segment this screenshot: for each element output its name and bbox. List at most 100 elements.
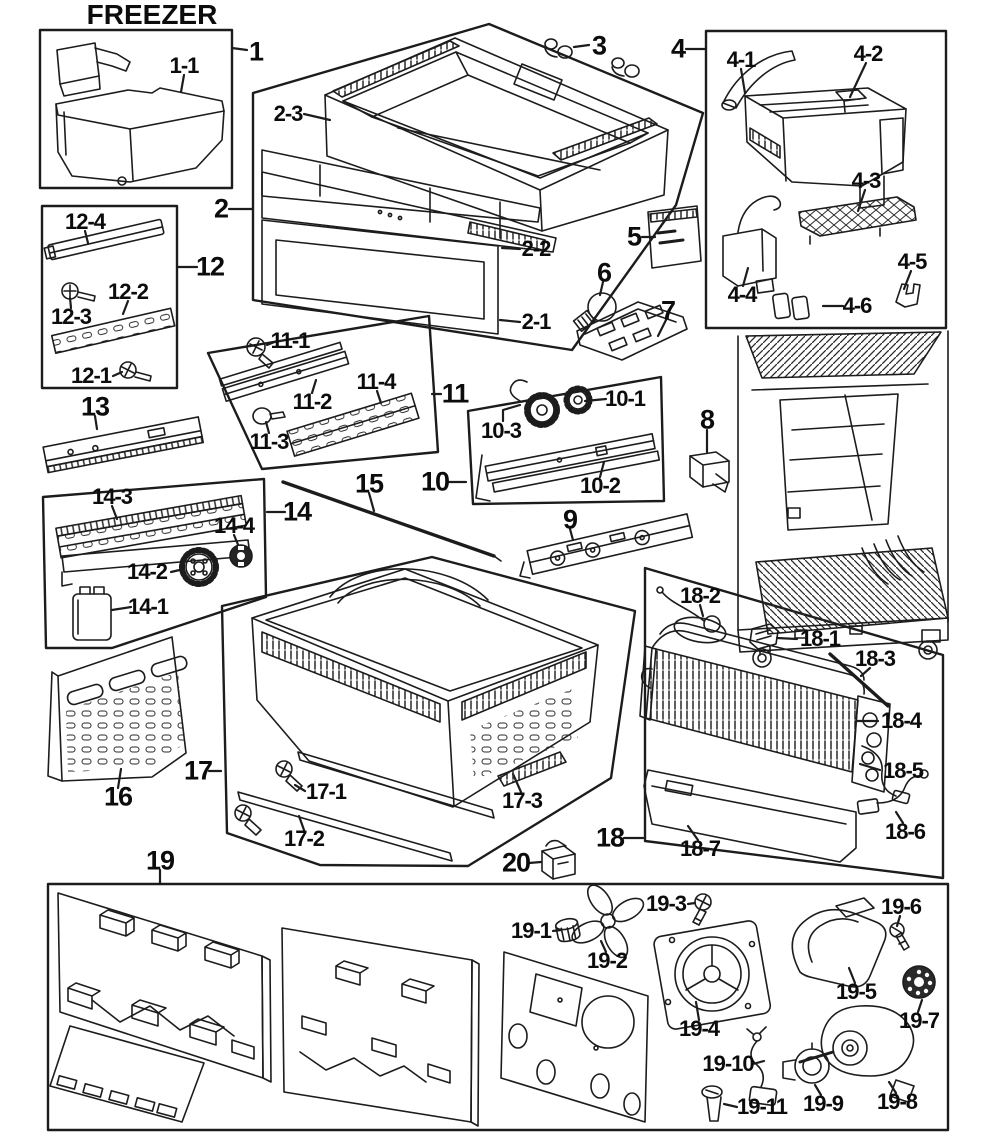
label-1: 1 <box>248 36 264 67</box>
label-4-2: 4-2 <box>853 41 884 66</box>
part-clip-pair <box>544 38 640 78</box>
part-roller-rail-9 <box>519 513 694 579</box>
part-gear-10-1 <box>563 385 593 415</box>
part-rail-10-2 <box>475 433 661 502</box>
label-19: 19 <box>145 845 175 876</box>
label-19-9: 19-9 <box>802 1091 844 1116</box>
label-4-3: 4-3 <box>851 168 882 193</box>
part-tube-18-3 <box>828 652 890 708</box>
part-rod-15 <box>281 480 502 562</box>
group-box-2 <box>251 22 705 352</box>
group-box-10 <box>466 375 666 506</box>
part-ice-tray <box>798 196 917 245</box>
label-11-1: 11-1 <box>270 328 311 353</box>
part-fan-shroud-19-4 <box>653 920 772 1030</box>
group-box-12 <box>40 204 179 390</box>
label-11-4: 11-4 <box>356 369 397 394</box>
part-support-4-6 <box>771 292 810 321</box>
part-gear-10-3 <box>509 379 560 428</box>
label-14-4: 14-4 <box>213 513 255 538</box>
group-boxes <box>38 22 950 1132</box>
part-bracket-4-5 <box>895 283 921 308</box>
label-17: 17 <box>183 755 213 786</box>
label-4-5: 4-5 <box>897 249 928 274</box>
label-19-3: 19-3 <box>645 891 687 916</box>
part-disc-14-4 <box>229 544 253 568</box>
part-rail-12-4 <box>43 218 165 261</box>
part-gear-14-2 <box>179 547 219 587</box>
part-rail-11-2 <box>218 341 350 403</box>
part-rail-17-1 <box>275 751 495 819</box>
diagram-title: FREEZER <box>86 0 218 30</box>
label-2-1: 2-1 <box>521 309 552 334</box>
label-5: 5 <box>626 221 642 252</box>
label-10-1: 10-1 <box>604 386 646 411</box>
label-11-3: 11-3 <box>249 429 290 454</box>
part-vent-panel-16 <box>47 636 188 782</box>
label-12-2: 12-2 <box>107 279 149 304</box>
part-drawer-front-panel <box>261 219 499 335</box>
label-10: 10 <box>420 466 450 497</box>
part-washer-19-7 <box>902 965 936 999</box>
part-cover-5 <box>647 205 702 269</box>
label-19-7: 19-7 <box>898 1008 940 1033</box>
part-rail-13 <box>42 416 205 474</box>
group-box-4 <box>704 29 948 330</box>
label-3: 3 <box>591 30 607 61</box>
label-18-1: 18-1 <box>799 626 841 651</box>
label-18-6: 18-6 <box>884 819 926 844</box>
part-rear-cover-middle <box>281 927 480 1127</box>
label-17-2: 17-2 <box>283 826 325 851</box>
label-12: 12 <box>195 251 225 282</box>
label-8: 8 <box>699 404 715 435</box>
label-19-1: 19-1 <box>510 918 552 943</box>
label-19-10: 19-10 <box>702 1051 754 1076</box>
group-box-1 <box>38 28 234 190</box>
part-clip-18-1 <box>749 623 779 656</box>
part-screw-12-1 <box>119 361 152 382</box>
part-fan-plate <box>500 951 649 1123</box>
part-clip-20 <box>541 839 576 880</box>
part-fill-tube <box>721 50 796 111</box>
label-19-6: 19-6 <box>880 894 922 919</box>
label-7: 7 <box>660 295 676 326</box>
label-14: 14 <box>282 496 312 527</box>
part-ice-bin <box>55 87 225 186</box>
part-lamp-cover <box>576 301 688 361</box>
part-ice-maker <box>744 87 907 209</box>
group-box-19 <box>46 882 950 1132</box>
part-case-14-1 <box>72 586 112 641</box>
part-screw-19-6 <box>889 922 910 951</box>
part-auger-motor <box>722 195 782 294</box>
part-rail-14-3 <box>55 494 251 587</box>
part-rail-17-2 <box>234 791 453 862</box>
label-18-3: 18-3 <box>854 646 896 671</box>
label-18-2: 18-2 <box>679 583 721 608</box>
label-19-5: 19-5 <box>835 979 877 1004</box>
label-14-2: 14-2 <box>126 559 168 584</box>
label-6: 6 <box>596 257 612 288</box>
group-box-17 <box>220 555 637 868</box>
part-drain-tray-18-7 <box>643 769 857 863</box>
part-drawer-body <box>324 37 669 232</box>
label-18-7: 18-7 <box>679 836 721 861</box>
freezer-cabinet-interior <box>737 330 949 668</box>
part-screw-12-3 <box>61 282 96 302</box>
label-19-11: 19-11 <box>736 1094 788 1119</box>
label-12-1: 12-1 <box>70 363 112 388</box>
label-17-3: 17-3 <box>501 788 543 813</box>
label-4-1: 4-1 <box>726 47 757 72</box>
part-switch-8 <box>689 451 730 493</box>
label-11-2: 11-2 <box>292 389 333 414</box>
part-bushing-19-9 <box>782 1042 830 1084</box>
label-12-3: 12-3 <box>50 304 92 329</box>
label-19-2: 19-2 <box>586 948 628 973</box>
part-grommet-19-1 <box>554 917 581 943</box>
part-ice-scoop <box>56 42 131 97</box>
label-18-4: 18-4 <box>880 708 922 733</box>
label-12-4: 12-4 <box>64 209 106 234</box>
part-evaporator-18-4 <box>639 616 891 793</box>
label-4-4: 4-4 <box>727 282 758 307</box>
